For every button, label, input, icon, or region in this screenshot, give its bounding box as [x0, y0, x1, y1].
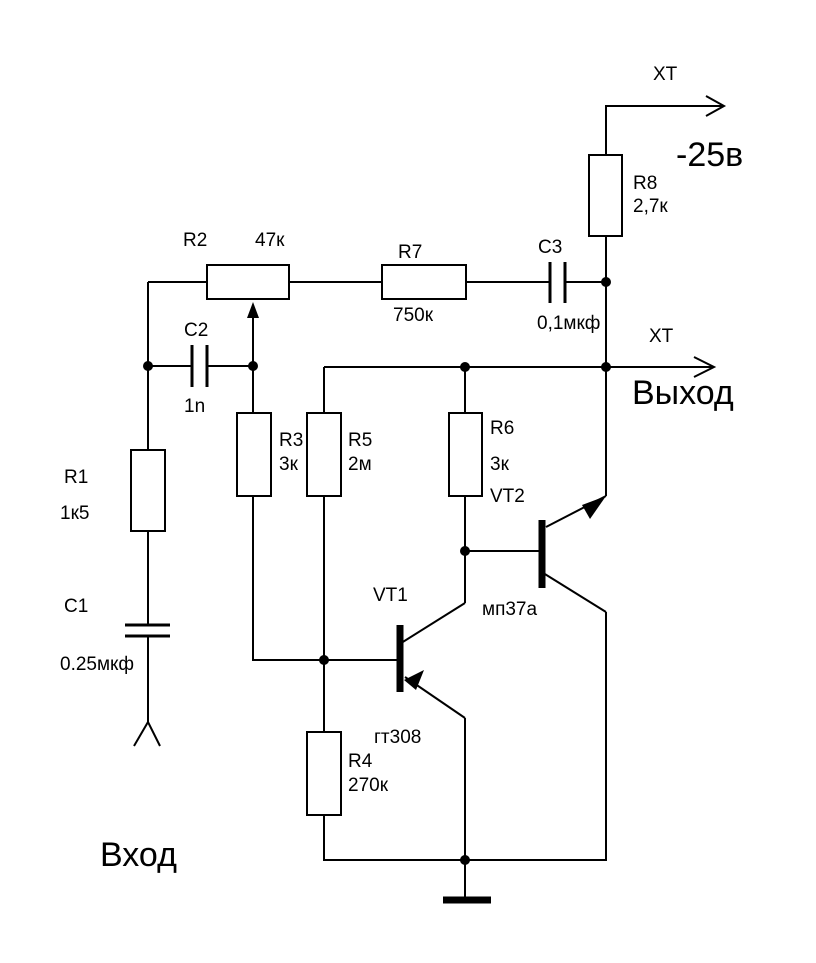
vt1-type: гт308 [374, 727, 421, 748]
input-label: Вход [100, 836, 177, 874]
r6-name: R6 [490, 418, 514, 439]
r3-value: 3к [279, 454, 299, 475]
r5-name: R5 [348, 430, 372, 451]
resistor-r2 [206, 264, 290, 300]
r2-value: 47к [255, 230, 285, 251]
wiper-arrow [247, 302, 259, 318]
c2-name: C2 [184, 320, 208, 341]
r5-value: 2м [348, 454, 372, 475]
capacitor-c3 [548, 262, 567, 303]
wire-r3-base [252, 496, 398, 661]
r4-name: R4 [348, 751, 373, 772]
resistor-r3 [236, 412, 272, 497]
resistor-r1 [130, 449, 166, 532]
c2-value: 1n [184, 396, 205, 417]
resistor-r4 [306, 731, 342, 816]
output-label: Выход [632, 374, 734, 412]
c1-value: 0.25мкф [60, 654, 134, 675]
transistor-vt1 [396, 625, 424, 692]
transistor-vt2 [538, 496, 606, 588]
r3-name: R3 [279, 430, 303, 451]
c3-name: C3 [538, 237, 562, 258]
xt-out-label: XT [649, 326, 674, 347]
r7-value: 750к [393, 305, 434, 326]
wire-supply [605, 105, 722, 155]
capacitor-c1 [125, 623, 170, 638]
vt2-collector-lead [539, 570, 607, 613]
junction-dots [143, 277, 611, 865]
output-arrow-head [693, 356, 717, 378]
r1-name: R1 [64, 467, 88, 488]
vt1-name: VT1 [373, 585, 408, 606]
r8-name: R8 [633, 173, 657, 194]
supply-label: -25в [676, 136, 743, 174]
r6-value: 3к [490, 454, 510, 475]
resistor-r8 [588, 154, 623, 237]
c3-value: 0,1мкф [537, 313, 600, 334]
r2-name: R2 [183, 230, 207, 251]
vt1-collector-lead [397, 602, 466, 646]
vt2-name: VT2 [490, 486, 525, 507]
supply-arrow-head [705, 95, 727, 117]
resistor-r5 [306, 412, 342, 497]
input-fork [133, 719, 161, 747]
xt-top-label: XT [653, 64, 678, 85]
c1-name: C1 [64, 596, 88, 617]
r1-value: 1к5 [60, 503, 89, 524]
resistor-r6 [448, 412, 483, 497]
r4-value: 270к [348, 775, 389, 796]
capacitor-c2 [190, 345, 209, 387]
resistor-r7 [381, 264, 467, 300]
r7-name: R7 [398, 242, 422, 263]
vt2-type: мп37а [482, 599, 537, 620]
r8-value: 2,7к [633, 196, 668, 217]
